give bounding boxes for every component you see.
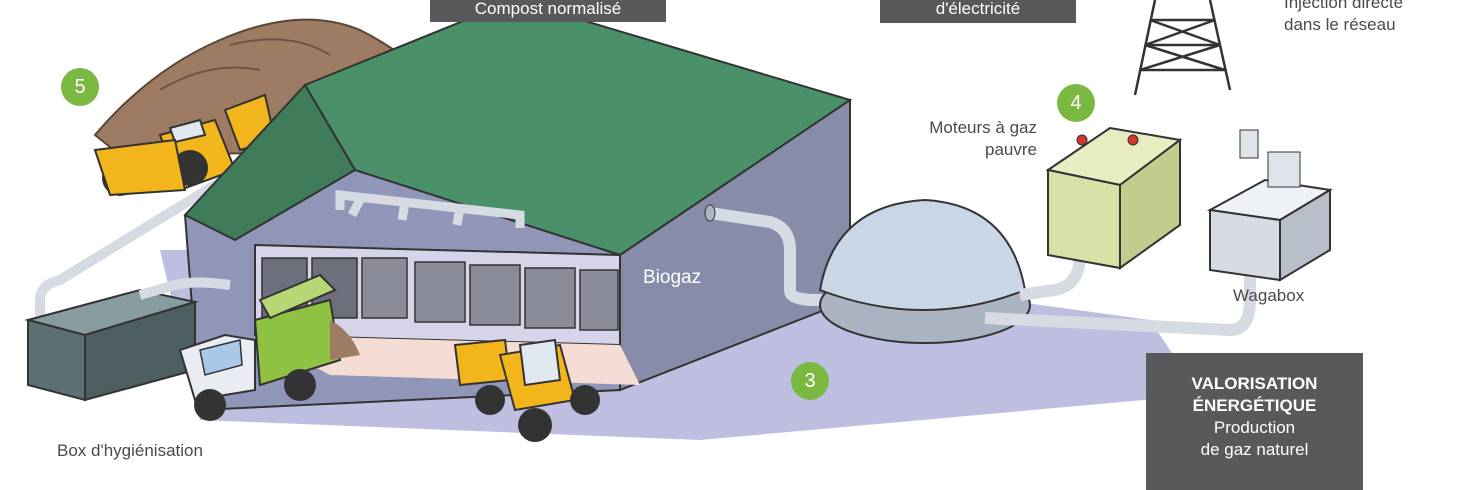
roof-front [183, 83, 357, 242]
pipe-end [704, 204, 716, 222]
injection-label: Injection directe dans le réseau [1284, 0, 1444, 36]
loader-bottom [453, 338, 600, 442]
valorisation-title-2: ÉNERGÉTIQUE [1192, 396, 1317, 415]
hygienisation-pipe [138, 277, 231, 300]
wagabox-side [1279, 188, 1331, 282]
gas-engine-side [1119, 138, 1181, 270]
compost-label-box: Compost normalisé [430, 0, 666, 22]
valorisation-title-1: VALORISATION [1191, 374, 1318, 393]
hygienisation-box-front [27, 318, 86, 402]
valorisation-text-2: de gaz naturel [1200, 440, 1309, 459]
valorisation-box: VALORISATION ÉNERGÉTIQUE Production de g… [1146, 353, 1363, 490]
box-hygienisation-label: Box d'hygiénisation [57, 441, 203, 460]
step-badge-4: 4 [1057, 84, 1095, 122]
dump-truck [178, 273, 360, 421]
wagabox-tank [1267, 151, 1301, 188]
step-badge-5: 5 [61, 68, 99, 106]
bay [524, 267, 576, 329]
bay [579, 269, 619, 331]
moteurs-line-2: pauvre [985, 140, 1037, 159]
electricity-label-box: d'électricité [880, 0, 1076, 23]
collector-drop [348, 197, 465, 226]
wagabox-front [1209, 208, 1281, 282]
step-badge-3: 3 [791, 362, 829, 400]
wagabox-pipe [984, 260, 1256, 337]
injection-line-2: dans le réseau [1284, 15, 1396, 34]
injection-line-1: Injection directe [1284, 0, 1404, 12]
engine-light [1127, 134, 1139, 146]
wagabox-tank [1239, 129, 1259, 159]
engine-light [1076, 134, 1088, 146]
engine-pipe [1019, 254, 1086, 301]
collector-pipe [335, 189, 525, 228]
digester-dome [818, 198, 1027, 311]
power-pylon [1133, 0, 1232, 96]
gas-engine-front [1047, 168, 1121, 270]
biogaz-label: Biogaz [643, 267, 702, 288]
valorisation-text-1: Production [1213, 418, 1296, 437]
bay [469, 264, 521, 326]
moteurs-line-1: Moteurs à gaz [929, 118, 1037, 137]
moteurs-label: Moteurs à gaz pauvre [920, 117, 1037, 161]
electricity-label: d'électricité [935, 0, 1021, 18]
bay [361, 257, 408, 319]
biogas-pipe [709, 207, 830, 306]
compost-label: Compost normalisé [474, 0, 622, 18]
bay [414, 261, 466, 323]
wagabox-label: Wagabox [1233, 286, 1305, 305]
